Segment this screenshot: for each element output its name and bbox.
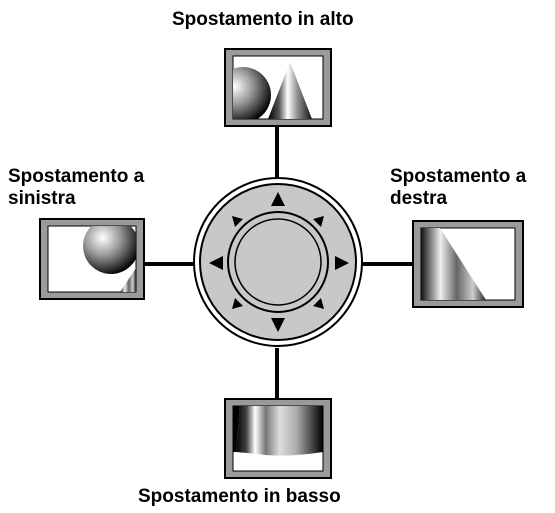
arrow-up-left-icon[interactable] xyxy=(232,216,243,227)
arrow-down-right-icon[interactable] xyxy=(313,298,324,309)
arrow-down-left-icon[interactable] xyxy=(232,298,243,309)
label-left-line1: Spostamento a xyxy=(8,166,145,187)
arrow-right-icon[interactable] xyxy=(335,256,349,270)
arrow-down-icon[interactable] xyxy=(271,318,285,332)
thumbnail-down xyxy=(224,398,332,479)
navigation-dial-icon[interactable] xyxy=(193,177,363,347)
connector-lines xyxy=(143,122,413,400)
label-up: Spostamento in alto xyxy=(172,9,354,30)
label-left-line2: sinistra xyxy=(8,188,76,209)
arrow-up-right-icon[interactable] xyxy=(313,216,324,227)
arrow-left-icon[interactable] xyxy=(209,256,223,270)
arrow-up-icon[interactable] xyxy=(271,192,285,206)
label-right-line2: destra xyxy=(390,188,448,209)
thumbnail-left xyxy=(39,218,145,300)
label-down: Spostamento in basso xyxy=(138,486,341,507)
label-left: Spostamento a sinistra xyxy=(8,166,144,210)
label-right-line1: Spostamento a xyxy=(390,166,527,187)
thumbnail-up xyxy=(224,48,332,127)
label-right: Spostamento a destra xyxy=(390,166,526,210)
thumbnail-right xyxy=(412,220,524,308)
